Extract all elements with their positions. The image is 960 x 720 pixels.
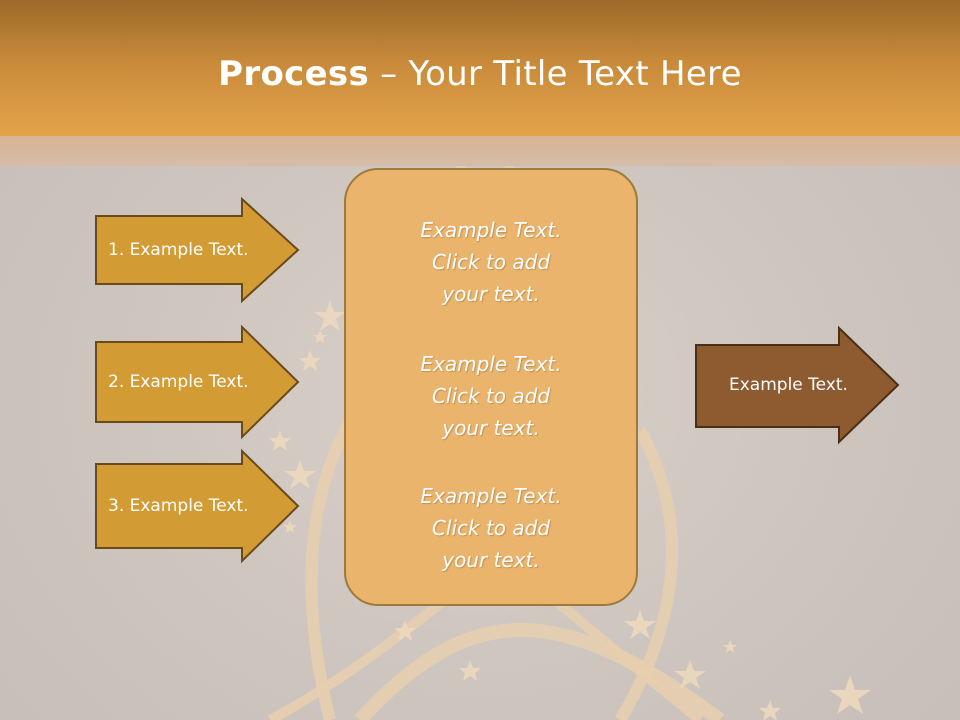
right-arrow[interactable]: Example Text. (695, 325, 900, 445)
slide-title[interactable]: Process – Your Title Text Here (0, 52, 960, 96)
title-bar (0, 0, 960, 136)
center-text-block-3: Example Text. Click to add your text. (346, 480, 636, 576)
block-line: Example Text. (420, 352, 562, 376)
block-line: Click to add (431, 384, 551, 408)
block-line: Click to add (431, 250, 551, 274)
block-line: Click to add (431, 516, 551, 540)
left-arrow-2[interactable]: 2. Example Text. (95, 324, 300, 440)
title-bold: Process (218, 54, 370, 94)
arrow-shape (95, 324, 300, 440)
block-line: your text. (442, 416, 540, 440)
left-arrow-1-label: 1. Example Text. (108, 240, 249, 260)
block-line: your text. (442, 548, 540, 572)
arrow-shape (695, 325, 900, 445)
center-text-block-1: Example Text. Click to add your text. (346, 214, 636, 310)
left-arrow-1[interactable]: 1. Example Text. (95, 196, 300, 304)
left-arrow-3-label: 3. Example Text. (108, 496, 249, 516)
left-arrow-3[interactable]: 3. Example Text. (95, 448, 300, 564)
center-text-block-2: Example Text. Click to add your text. (346, 348, 636, 444)
block-line: Example Text. (420, 484, 562, 508)
block-line: Example Text. (420, 218, 562, 242)
arrow-shape (95, 448, 300, 564)
arrow-shape (95, 196, 300, 304)
block-line: your text. (442, 282, 540, 306)
right-arrow-label: Example Text. (729, 375, 848, 395)
center-text-box[interactable]: Example Text. Click to add your text. Ex… (344, 168, 638, 606)
title-band (0, 136, 960, 166)
left-arrow-2-label: 2. Example Text. (108, 372, 249, 392)
title-rest: – Your Title Text Here (369, 54, 742, 94)
